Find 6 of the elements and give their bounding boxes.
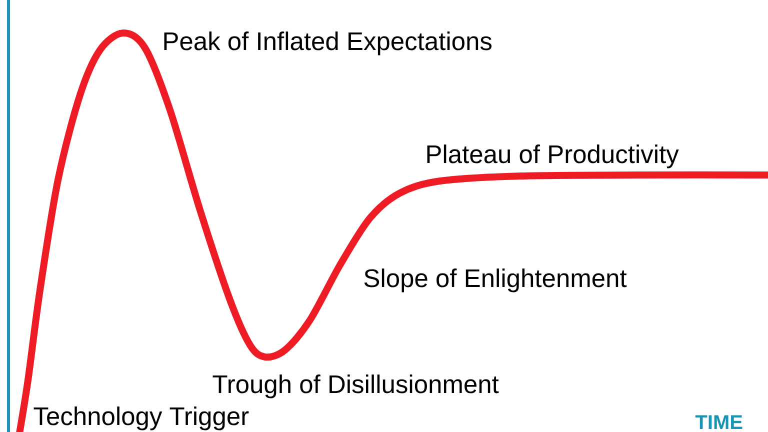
- axis-label: TIME: [695, 415, 742, 429]
- phase-label: Plateau of Productivity: [427, 144, 679, 168]
- phase-label: Technology Trigger: [34, 406, 249, 430]
- phase-label: Peak of Inflated Expectations: [164, 32, 492, 56]
- phase-label: Trough of Disillusionment: [212, 374, 499, 398]
- phase-label: Slope of Enlightenment: [364, 268, 627, 292]
